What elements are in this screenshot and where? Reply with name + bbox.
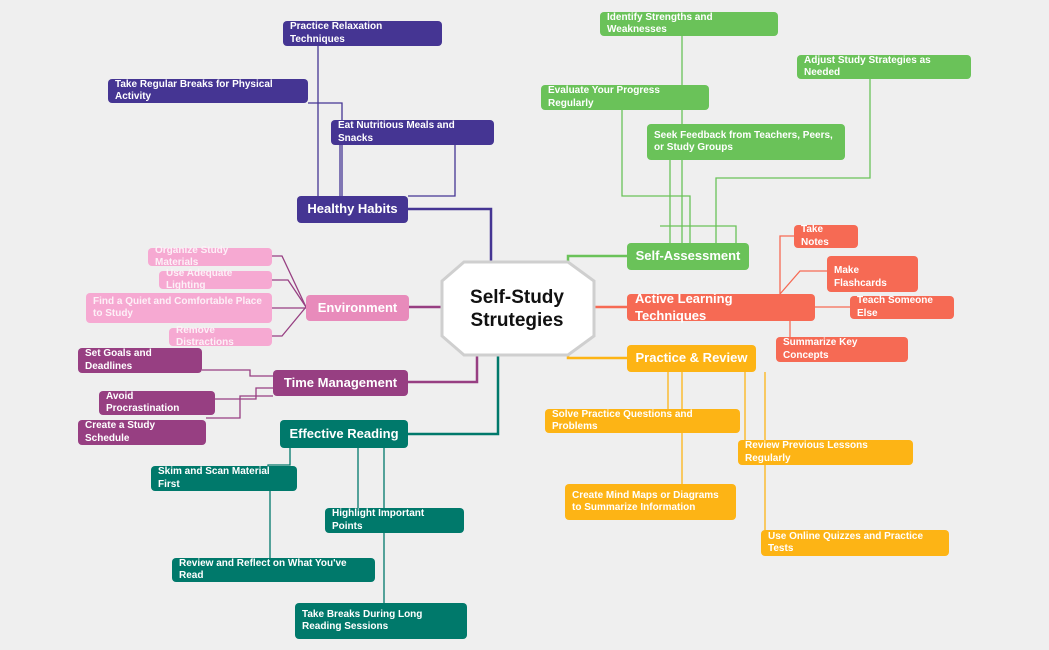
leaf-regular-breaks[interactable]: Take Regular Breaks for Physical Activit… [108,79,308,103]
leaf-evaluate-progress[interactable]: Evaluate Your Progress Regularly [541,85,709,110]
leaf-practice-questions[interactable]: Solve Practice Questions and Problems [545,409,740,433]
leaf-seek-feedback[interactable]: Seek Feedback from Teachers, Peers, or S… [647,124,845,160]
leaf-teach-someone[interactable]: Teach Someone Else [850,295,954,319]
branch-practice-review[interactable]: Practice & Review [627,345,756,372]
leaf-take-notes[interactable]: Take Notes [794,224,858,248]
leaf-skim-scan[interactable]: Skim and Scan Material First [151,466,297,491]
leaf-online-quizzes[interactable]: Use Online Quizzes and Practice Tests [761,530,949,556]
leaf-adjust-strategies[interactable]: Adjust Study Strategies as Needed [797,55,971,79]
branch-healthy-habits[interactable]: Healthy Habits [297,196,408,223]
leaf-summarize-concepts[interactable]: Summarize Key Concepts [776,337,908,362]
leaf-quiet-place[interactable]: Find a Quiet and Comfortable Place to St… [86,293,272,323]
branch-environment[interactable]: Environment [306,295,409,321]
leaf-practice-relaxation[interactable]: Practice Relaxation Techniques [283,21,442,46]
leaf-review-lessons[interactable]: Review Previous Lessons Regularly [738,440,913,465]
leaf-review-reflect[interactable]: Review and Reflect on What You've Read [172,558,375,582]
branch-active-learning[interactable]: Active Learning Techniques [627,291,815,323]
leaf-mind-maps[interactable]: Create Mind Maps or Diagrams to Summariz… [565,484,736,520]
leaf-nutritious-meals[interactable]: Eat Nutritious Meals and Snacks [331,120,494,145]
leaf-study-schedule[interactable]: Create a Study Schedule [78,420,206,445]
leaf-remove-distractions[interactable]: Remove Distractions [169,325,272,348]
branch-effective-reading[interactable]: Effective Reading [280,420,408,448]
leaf-highlight-points[interactable]: Highlight Important Points [325,508,464,533]
branch-time-management[interactable]: Time Management [273,370,408,396]
branch-self-assessment[interactable]: Self-Assessment [627,243,749,270]
leaf-goals-deadlines[interactable]: Set Goals and Deadlines [78,348,202,373]
leaf-organize-materials[interactable]: Organize Study Materials [148,245,272,268]
leaf-adequate-lighting[interactable]: Use Adequate Lighting [159,268,272,291]
leaf-avoid-procrastination[interactable]: Avoid Procrastination [99,391,215,415]
leaf-make-flashcards[interactable]: Make Flashcards [827,256,918,292]
leaf-strengths-weaknesses[interactable]: Identify Strengths and Weaknesses [600,12,778,36]
leaf-take-breaks-reading[interactable]: Take Breaks During Long Reading Sessions [295,603,467,639]
